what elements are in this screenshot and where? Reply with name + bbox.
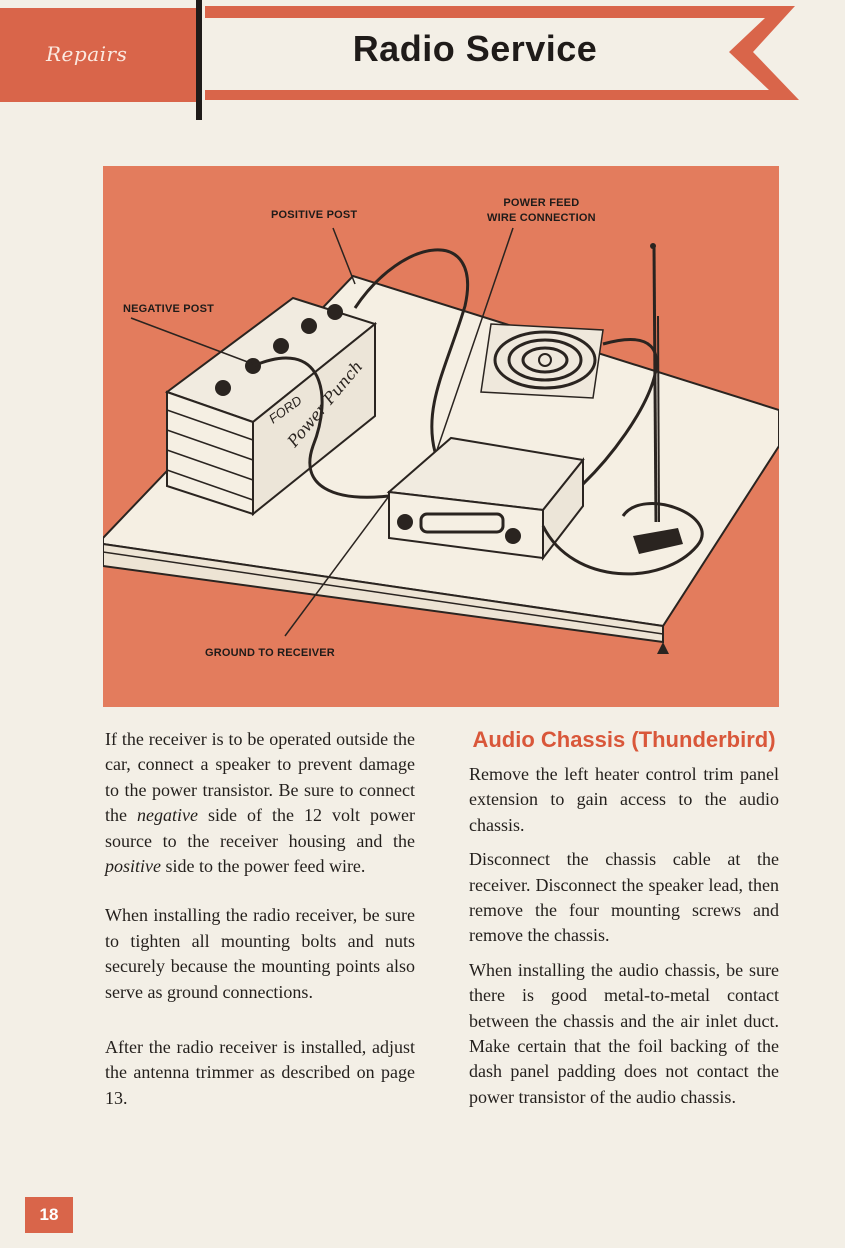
- power-feed-wire: [353, 248, 469, 453]
- right-paragraph-2: Disconnect the chassis cable at the rece…: [469, 849, 779, 946]
- radio-wiring-diagram: FORD Power Punch: [102, 227, 780, 654]
- page-number: 18: [25, 1197, 73, 1233]
- wiring-illustration: FORD Power Punch: [102, 166, 780, 707]
- speaker-wire: [581, 338, 658, 486]
- ground-wire: [252, 356, 390, 499]
- left-paragraph-2: When installing the radio receiver, be s…: [105, 905, 415, 1002]
- callout-ground: GROUND TO RECEIVER: [205, 647, 335, 659]
- callout-negative-post: NEGATIVE POST: [123, 303, 215, 315]
- title-banner: [205, 6, 799, 100]
- section-tab: Repairs: [0, 8, 196, 102]
- antenna-cable: [541, 502, 704, 576]
- callout-power-feed: POWER FEED WIRE CONNECTION: [487, 197, 596, 224]
- speaker-icon: [480, 323, 604, 399]
- left-paragraph-3: After the radio receiver is installed, a…: [105, 1037, 415, 1108]
- section-label: Repairs: [46, 42, 128, 66]
- antenna-icon: [633, 243, 683, 554]
- receiver-icon: [386, 436, 585, 561]
- left-paragraph-1: If the receiver is to be operated outsid…: [105, 729, 415, 877]
- left-column: If the receiver is to be operated outsid…: [105, 727, 415, 1111]
- callout-positive-post: POSITIVE POST: [271, 209, 358, 221]
- page-title: Radio Service: [352, 28, 598, 69]
- header-divider: [196, 0, 202, 120]
- right-paragraph-3: When installing the audio chassis, be su…: [469, 959, 779, 1107]
- right-column: Audio Chassis (Thunderbird) Remove the l…: [469, 727, 779, 1110]
- audio-chassis-heading: Audio Chassis (Thunderbird): [472, 727, 776, 752]
- right-paragraph-1: Remove the left heater control trim pane…: [469, 764, 779, 835]
